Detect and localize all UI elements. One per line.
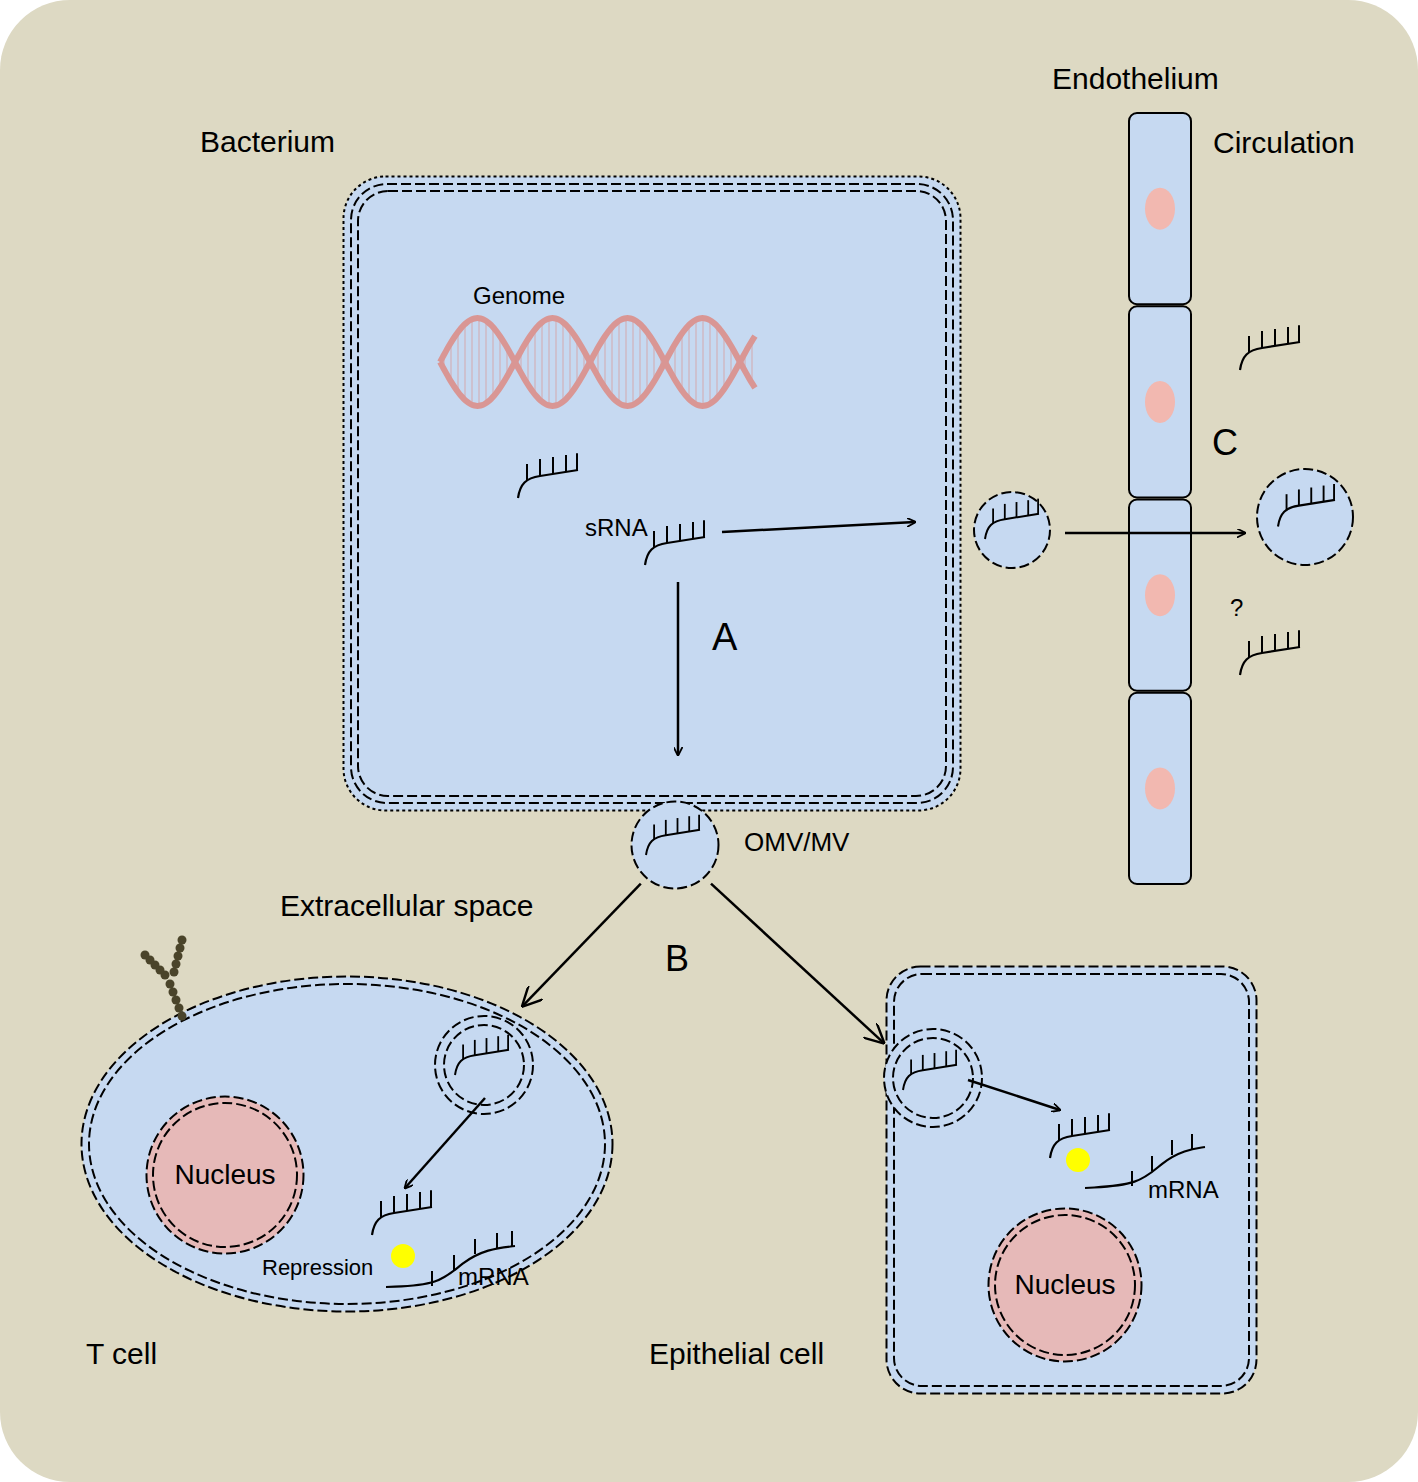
dna-rung: [619, 321, 620, 403]
antibody-bead: [166, 980, 175, 989]
dna-rung: [556, 318, 557, 405]
antibody-bead: [172, 996, 181, 1005]
mrna-tick: [1131, 1171, 1133, 1186]
dna-rung: [500, 336, 501, 388]
antibody-bead: [172, 960, 181, 969]
dna-rung: [472, 319, 473, 405]
antibody-bead: [170, 968, 179, 977]
dna-rung: [640, 324, 641, 400]
antibody-bead: [178, 1012, 187, 1021]
srna-symbol: [455, 1035, 509, 1075]
route-letter: C: [1212, 422, 1238, 463]
region-label: Circulation: [1213, 126, 1355, 161]
dna-rung: [703, 318, 704, 406]
vesicle: [974, 492, 1050, 568]
srna-symbol: [1240, 325, 1300, 370]
text-run: Nucleus: [1014, 1269, 1115, 1301]
srna-symbol: [903, 1050, 957, 1090]
srna-symbol: [985, 499, 1039, 539]
node-heading: Bacterium: [200, 125, 335, 160]
antibody-bead: [169, 988, 178, 997]
dna-rung: [612, 327, 613, 397]
dna-rung: [486, 321, 487, 403]
dna-rung: [542, 322, 543, 402]
dna-rung: [570, 329, 571, 394]
antibody-bead: [175, 1004, 184, 1013]
nucleus: Nucleus: [987, 1207, 1143, 1363]
dna-rung: [465, 324, 466, 400]
dna-rung: [479, 318, 480, 406]
node-label: Nucleus: [987, 1207, 1143, 1363]
vesicle: OMV/MV: [630, 800, 720, 890]
mrna-tick: [1171, 1140, 1173, 1155]
node-heading: T cell: [86, 1337, 157, 1372]
part-label: Repression: [262, 1255, 373, 1280]
antibody-bead: [176, 944, 185, 953]
antibody-bead: [174, 952, 183, 961]
mrna-tick: [453, 1255, 455, 1270]
binding-dot: [391, 1244, 415, 1268]
part-label: Genome: [473, 282, 565, 310]
node-heading: OMV/MV: [744, 828, 849, 858]
dna-rung: [458, 332, 459, 392]
dna-rung: [528, 339, 529, 385]
endothelium-outline: [1128, 112, 1192, 885]
mrna-tick: [511, 1231, 513, 1246]
dna-rung: [605, 336, 606, 388]
dna-rung: [710, 320, 711, 404]
dna-rung: [647, 332, 648, 392]
mrna-tick: [496, 1233, 498, 1248]
mrna-tick: [474, 1239, 476, 1254]
dna-rung: [563, 322, 564, 402]
bacterium-cell-outline: [342, 175, 962, 812]
vesicle: [893, 1038, 973, 1118]
bacterium-cell: Bacterium: [342, 175, 962, 812]
nucleus: Nucleus: [145, 1095, 305, 1255]
node-heading: Endothelium: [1052, 62, 1219, 97]
binding-dot: [1066, 1148, 1090, 1172]
dna-rung: [577, 339, 578, 385]
dna-rung: [633, 319, 634, 405]
dna-rung: [696, 320, 697, 405]
part-label: mRNA: [1148, 1176, 1219, 1204]
dna-rung: [689, 325, 690, 399]
part-label: mRNA: [458, 1263, 529, 1291]
endothelium: Endothelium: [1128, 112, 1192, 885]
dna-rung: [717, 326, 718, 398]
node-label: Nucleus: [145, 1095, 305, 1255]
mrna-tick: [1151, 1156, 1153, 1171]
mrna-tick: [431, 1271, 433, 1286]
vesicle-outline: [630, 800, 720, 890]
transfer-arrow: [523, 884, 641, 1006]
srna-symbol: [1278, 484, 1335, 527]
antibody-bead: [178, 936, 187, 945]
node-heading: Epithelial cell: [649, 1337, 824, 1372]
vesicle: [444, 1025, 524, 1105]
dna-rung: [724, 335, 725, 390]
dna-rung: [682, 333, 683, 391]
dna-rung: [535, 329, 536, 394]
note: ?: [1230, 594, 1243, 622]
srna-symbol: [1240, 630, 1300, 675]
dna-rung: [493, 327, 494, 397]
transport-arrow: [677, 582, 680, 755]
antibody-bead: [141, 951, 150, 960]
dna-rung: [549, 318, 550, 405]
text-run: Nucleus: [174, 1159, 275, 1191]
vesicle: [1257, 469, 1353, 565]
mrna-tick: [1191, 1134, 1193, 1149]
route-letter: A: [712, 616, 737, 660]
transfer-arrow: [711, 884, 883, 1043]
dna-rung: [626, 318, 627, 406]
region-label: Extracellular space: [280, 889, 533, 924]
part-label: sRNA: [585, 514, 648, 542]
route-letter: B: [665, 938, 689, 979]
endosome: [884, 1029, 982, 1127]
transport-arrow: [1065, 532, 1245, 535]
